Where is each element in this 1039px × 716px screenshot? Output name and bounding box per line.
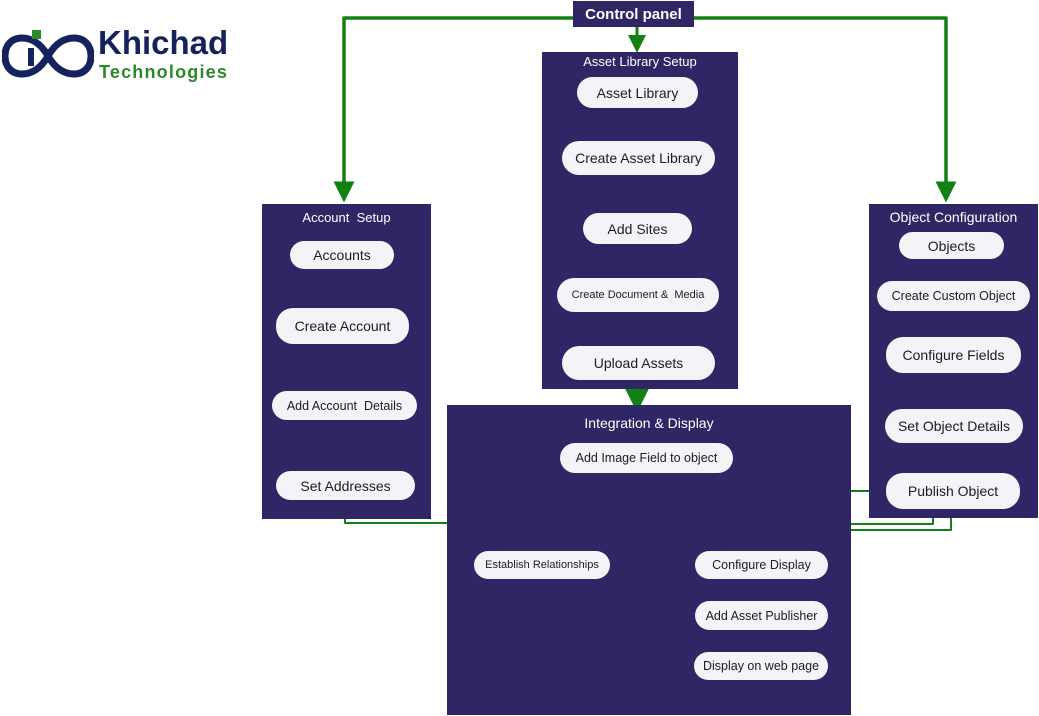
infinity-logo-icon xyxy=(2,30,94,78)
upload-assets-node[interactable]: Upload Assets xyxy=(562,346,715,380)
control-panel-node[interactable]: Control panel xyxy=(573,1,694,27)
integration-display-title: Integration & Display xyxy=(584,415,714,431)
add-asset-publisher-node[interactable]: Add Asset Publisher xyxy=(695,601,828,630)
object-configuration-title: Object Configuration xyxy=(889,209,1018,225)
connector-control-to-object-config xyxy=(694,16,957,203)
display-on-web-page-node[interactable]: Display on web page xyxy=(694,652,828,680)
logo-tagline: Technologies xyxy=(99,62,229,82)
establish-relationships-node[interactable]: Establish Relationships xyxy=(474,551,610,579)
add-sites-node[interactable]: Add Sites xyxy=(583,213,692,244)
create-custom-object-node[interactable]: Create Custom Object xyxy=(877,281,1030,311)
asset-library-node[interactable]: Asset Library xyxy=(577,77,698,108)
accounts-node[interactable]: Accounts xyxy=(290,241,394,269)
publish-object-node[interactable]: Publish Object xyxy=(886,473,1020,509)
logo-wordmark: Khichad xyxy=(98,24,229,61)
objects-node[interactable]: Objects xyxy=(899,232,1004,259)
set-addresses-node[interactable]: Set Addresses xyxy=(276,471,415,500)
create-asset-library-node[interactable]: Create Asset Library xyxy=(562,141,715,175)
create-account-node[interactable]: Create Account xyxy=(276,308,409,344)
configure-display-node[interactable]: Configure Display xyxy=(695,551,828,579)
connector-control-to-account-setup xyxy=(333,16,573,203)
add-image-field-node[interactable]: Add Image Field to object xyxy=(560,443,733,473)
asset-library-setup-title: Asset Library Setup xyxy=(583,54,697,69)
account-setup-title: Account Setup xyxy=(302,210,391,225)
configure-fields-node[interactable]: Configure Fields xyxy=(886,337,1021,373)
add-account-details-node[interactable]: Add Account Details xyxy=(272,391,417,420)
create-document-media-node[interactable]: Create Document & Media xyxy=(557,278,719,312)
set-object-details-node[interactable]: Set Object Details xyxy=(885,409,1023,443)
